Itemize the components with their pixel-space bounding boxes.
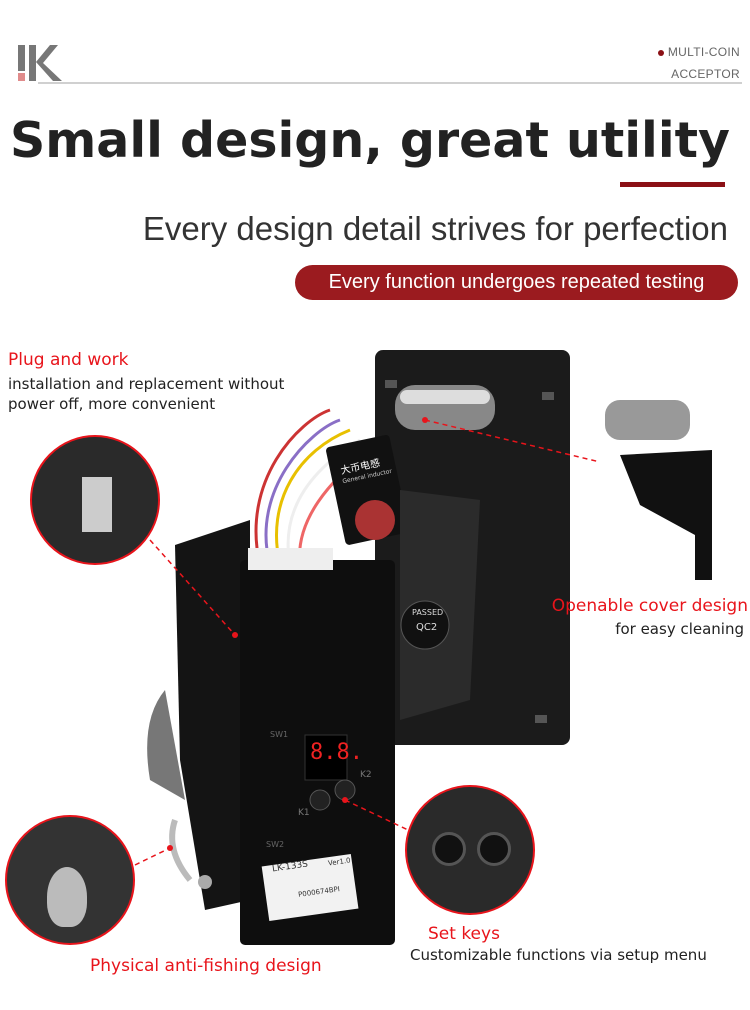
segment-display: 8.8. — [310, 740, 363, 765]
feature-plug-title: Plug and work — [8, 350, 129, 370]
brand-logo — [18, 45, 62, 81]
feature-keys-desc: Customizable functions via setup menu — [410, 946, 707, 964]
category-tag: MULTI-COIN — [657, 45, 740, 59]
feature-plug-desc-2: power off, more convenient — [8, 395, 216, 413]
connector-closeup — [30, 435, 160, 565]
hero-subtitle: Every design detail strives for perfecti… — [142, 210, 728, 247]
main-body — [175, 520, 250, 910]
title-underline — [620, 182, 725, 187]
cover-plastic — [620, 450, 712, 580]
qc-line-1: PASSED — [412, 608, 444, 617]
feature-cover-desc: for easy cleaning — [615, 620, 744, 638]
header-divider — [38, 82, 742, 84]
feature-antifishing-title: Physical anti-fishing design — [90, 956, 322, 976]
feature-cover-title: Openable cover design — [551, 596, 748, 616]
cover-metal — [605, 400, 690, 440]
qc-sticker — [400, 600, 450, 650]
testing-pill: Every function undergoes repeated testin… — [295, 265, 738, 300]
qc-line-2: QC2 — [416, 622, 438, 633]
feature-keys-title: Set keys — [428, 924, 500, 944]
k1-key — [309, 789, 331, 811]
bullet-icon — [657, 49, 664, 56]
anti-fishing-closeup — [5, 815, 135, 945]
set-keys-closeup — [405, 785, 535, 915]
sw2-label: SW2 — [266, 840, 285, 849]
k1-label: K1 — [298, 808, 310, 818]
tag-line-1: MULTI-COIN — [667, 45, 740, 59]
feature-plug-desc-1: installation and replacement without — [8, 375, 285, 393]
sw1-label: SW1 — [270, 730, 289, 739]
connector — [248, 548, 333, 570]
tag-line-2: ACCEPTOR — [671, 67, 740, 81]
k2-label: K2 — [360, 770, 372, 780]
hero-title: Small design, great utility — [9, 112, 730, 169]
model-label — [261, 853, 359, 921]
